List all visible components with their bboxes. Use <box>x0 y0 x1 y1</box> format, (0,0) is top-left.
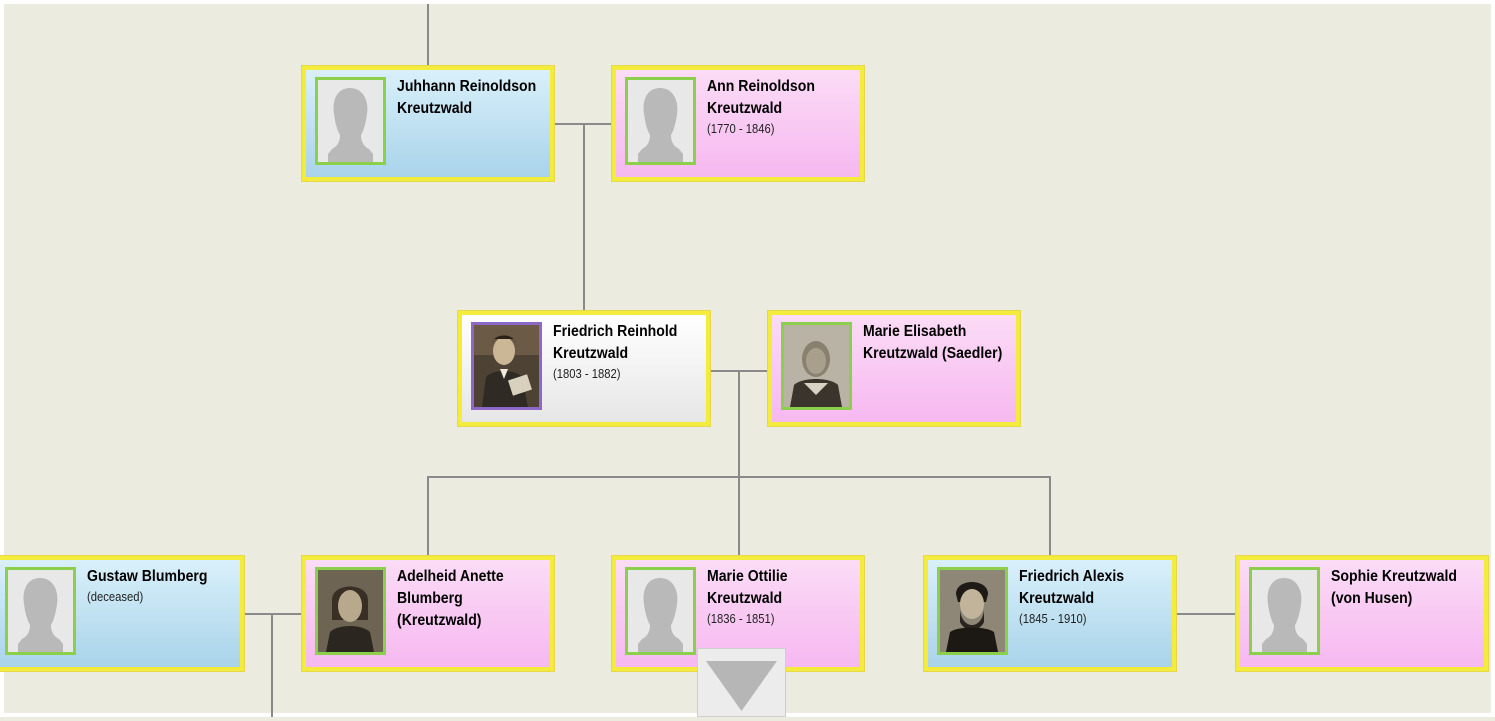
person-name: Adelheid Anette Blumberg (Kreutzwald) <box>397 568 504 629</box>
person-name: Sophie Kreutzwald (von Husen) <box>1331 568 1457 607</box>
person-silhouette-icon <box>1249 567 1320 655</box>
portrait-photo <box>781 322 852 410</box>
person-card-ann[interactable]: Ann Reinoldson Kreutzwald (1770 - 1846) <box>612 66 864 181</box>
person-card-friedrich-alexis[interactable]: Friedrich Alexis Kreutzwald (1845 - 1910… <box>924 556 1176 671</box>
person-card-marie-elisabeth[interactable]: Marie Elisabeth Kreutzwald (Saedler) <box>768 311 1020 426</box>
person-silhouette-icon <box>315 77 386 165</box>
person-dates: (deceased) <box>87 590 144 604</box>
person-card-adelheid[interactable]: Adelheid Anette Blumberg (Kreutzwald) <box>302 556 554 671</box>
person-silhouette-icon <box>625 567 696 655</box>
portrait-photo <box>315 567 386 655</box>
connector-line <box>583 123 585 313</box>
person-silhouette-icon <box>5 567 76 655</box>
person-name: Ann Reinoldson Kreutzwald <box>707 78 815 117</box>
person-card-gustaw[interactable]: Gustaw Blumberg (deceased) <box>0 556 244 671</box>
connector-line <box>1175 613 1237 615</box>
person-name: Juhhann Reinoldson Kreutzwald <box>397 78 537 117</box>
connector-line <box>1049 476 1051 557</box>
person-name: Friedrich Alexis Kreutzwald <box>1019 568 1125 607</box>
portrait-photo <box>937 567 1008 655</box>
expand-descendants-button[interactable] <box>697 648 786 717</box>
person-silhouette-icon <box>625 77 696 165</box>
person-card-juhhann[interactable]: Juhhann Reinoldson Kreutzwald <box>302 66 554 181</box>
person-dates: (1770 - 1846) <box>707 122 775 136</box>
connector-line <box>427 4 429 67</box>
person-card-friedrich-reinhold[interactable]: Friedrich Reinhold Kreutzwald (1803 - 18… <box>458 311 710 426</box>
connector-line <box>427 476 429 557</box>
person-dates: (1845 - 1910) <box>1019 612 1087 626</box>
triangle-down-icon <box>706 661 777 711</box>
person-name: Gustaw Blumberg <box>87 568 208 585</box>
connector-line <box>738 370 740 557</box>
connector-line <box>427 476 1051 478</box>
person-name: Marie Elisabeth Kreutzwald (Saedler) <box>863 323 1003 362</box>
portrait-photo <box>471 322 542 410</box>
person-name: Friedrich Reinhold Kreutzwald <box>553 323 678 362</box>
person-name: Marie Ottilie Kreutzwald <box>707 568 788 607</box>
person-card-sophie[interactable]: Sophie Kreutzwald (von Husen) <box>1236 556 1488 671</box>
person-dates: (1836 - 1851) <box>707 612 775 626</box>
connector-line <box>271 613 273 717</box>
person-dates: (1803 - 1882) <box>553 367 621 381</box>
